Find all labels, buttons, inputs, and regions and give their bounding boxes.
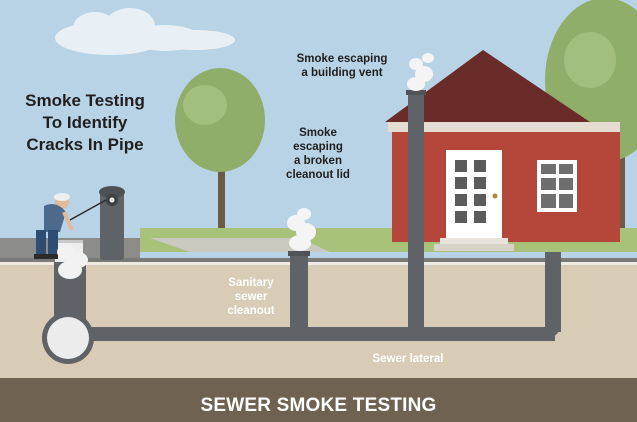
house-wall (392, 132, 620, 242)
smoke-cleanout (287, 208, 316, 251)
vent-label: Smoke escaping a building vent (282, 52, 402, 80)
surface-edge (0, 258, 637, 264)
cleanout-label-line-1: Sanitary (228, 277, 274, 289)
footer-band (0, 378, 637, 422)
cleanout-label-line-2: sewer (234, 291, 268, 303)
tree-back (175, 68, 265, 230)
cleanout-lid-label-line-1: Smoke (299, 127, 337, 139)
headline-line-1: Smoke Testing (25, 91, 145, 110)
vent-label-line-1: Smoke escaping (296, 53, 388, 65)
sewer-lateral-label: Sewer lateral (372, 353, 444, 365)
vent-label-line-2: a building vent (301, 67, 383, 79)
cleanout-lid-label-line-3: a broken (294, 155, 342, 167)
footer-title: SEWER SMOKE TESTING (200, 395, 437, 416)
cleanout-lid-label-line-4: cleanout lid (286, 169, 350, 181)
cleanout-lid-label-line-2: escaping (293, 141, 343, 153)
cleanout-label: Sanitary sewer cleanout (220, 276, 282, 318)
cleanout-label-line-3: cleanout (227, 305, 275, 317)
smoke-in-chamber (47, 317, 89, 359)
headline: Smoke Testing To Identify Cracks In Pipe (10, 90, 160, 156)
headline-line-3: Cracks In Pipe (26, 135, 144, 154)
smoke-manhole (57, 245, 88, 279)
vent-stack (408, 92, 424, 330)
roof (385, 50, 590, 122)
cloud (55, 8, 235, 55)
sewer-lateral-pipe (70, 327, 555, 341)
smoke-vent (407, 53, 434, 91)
house (385, 50, 620, 251)
cleanout-lid-label: Smoke escaping a broken cleanout lid (272, 126, 364, 182)
headline-line-2: To Identify (42, 113, 128, 132)
worker (34, 193, 74, 259)
house-riser (545, 252, 561, 332)
walkway (150, 238, 330, 252)
cleanout-riser (290, 253, 308, 331)
soil (0, 262, 637, 390)
